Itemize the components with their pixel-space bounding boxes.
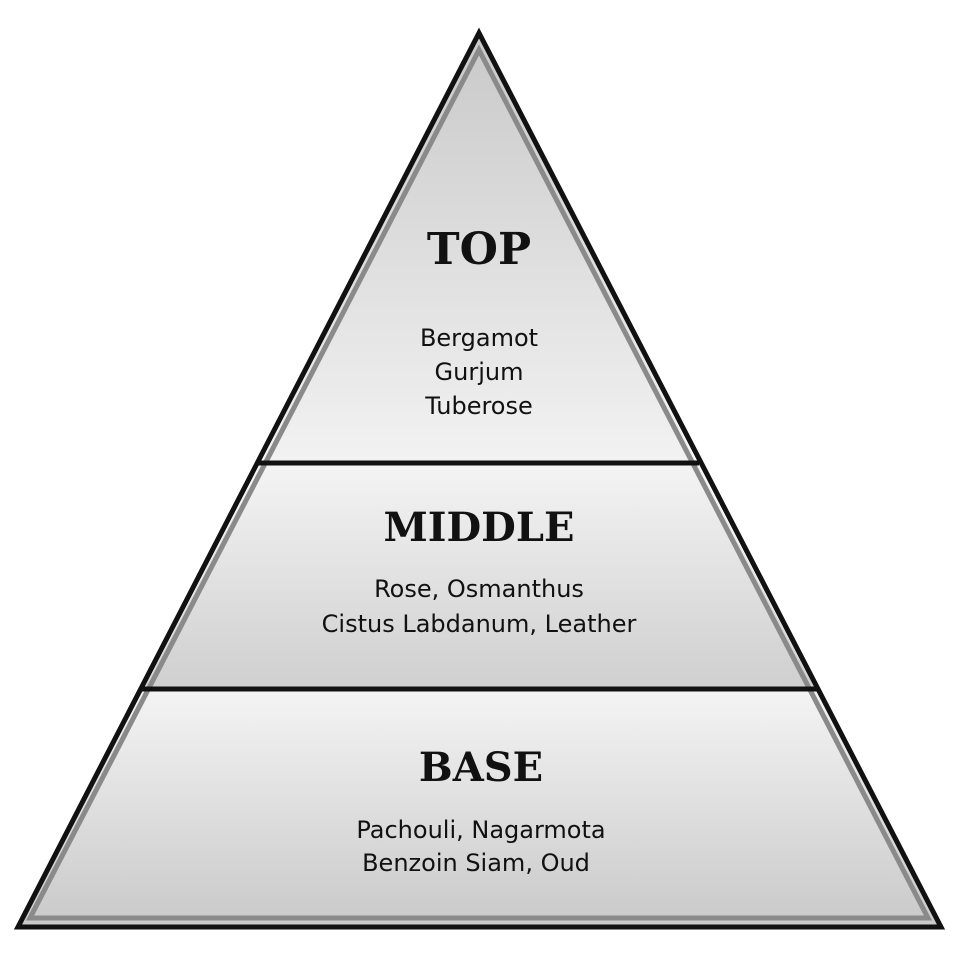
tier-title-top: TOP xyxy=(427,224,531,275)
tier-note: Bergamot xyxy=(420,324,538,352)
tier-note: Tuberose xyxy=(424,392,533,420)
tier-title-middle: MIDDLE xyxy=(384,504,575,551)
tier-note: Pachouli, Nagarmota xyxy=(356,816,605,844)
pyramid-tier-top xyxy=(261,33,697,463)
tier-title-base: BASE xyxy=(419,744,543,791)
pyramid-tier-base xyxy=(18,689,941,927)
tier-note: Benzoin Siam, Oud xyxy=(362,849,590,877)
tier-note: Gurjum xyxy=(435,358,524,386)
pyramid-tier-middle xyxy=(144,463,815,689)
tier-note: Cistus Labdanum, Leather xyxy=(322,610,637,638)
tier-note: Rose, Osmanthus xyxy=(374,575,584,603)
pyramid-outline xyxy=(13,27,946,930)
pyramid-inner-shadow xyxy=(25,44,933,921)
